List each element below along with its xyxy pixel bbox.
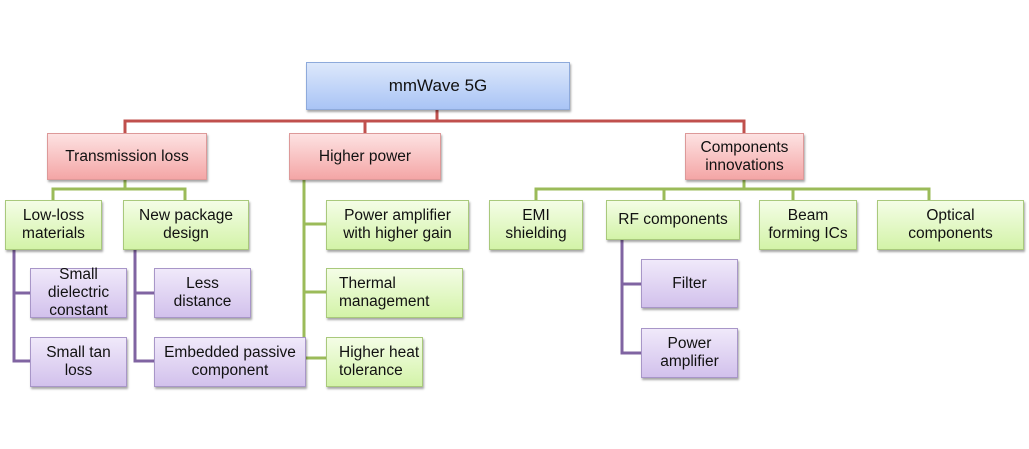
connector-ci-emi [534, 180, 746, 200]
node-higher-power: Higher power [289, 133, 441, 180]
node-rf-components: RF components [606, 200, 740, 240]
connector-rf-trunk [620, 240, 641, 355]
node-higher-heat-tolerance: Higher heat tolerance [326, 337, 423, 387]
connector-ci-rf [662, 187, 744, 200]
node-new-package-design: New package design [123, 200, 249, 250]
node-embedded-passive-component: Embedded passive component [154, 337, 306, 387]
connector-root-transmission [123, 110, 439, 133]
connector-hp-trunk [302, 180, 326, 360]
connector-ci-beam [744, 187, 795, 200]
node-power-amplifier-higher-gain: Power amplifier with higher gain [326, 200, 469, 250]
connector-root-higher-power [363, 119, 437, 133]
connector-package-trunk [133, 250, 154, 363]
node-power-amplifier: Power amplifier [641, 328, 738, 378]
node-small-dielectric-constant: Small dielectric constant [30, 266, 127, 319]
node-beam-forming-ics: Beam forming ICs [759, 200, 857, 250]
connector-tl-package [125, 187, 187, 200]
connector-lowloss-trunk [12, 250, 30, 363]
node-emi-shielding: EMI shielding [489, 200, 583, 250]
node-low-loss-materials: Low-loss materials [5, 200, 102, 250]
node-filter: Filter [641, 259, 738, 308]
connector-tl-lowloss [51, 180, 127, 200]
node-transmission-loss: Transmission loss [47, 133, 207, 180]
node-optical-components: Optical components [877, 200, 1024, 250]
node-root: mmWave 5G [306, 62, 570, 110]
connector-root-components [437, 119, 746, 133]
node-less-distance: Less distance [154, 268, 251, 318]
connector-ci-optical [744, 187, 931, 200]
node-small-tan-loss: Small tan loss [30, 337, 127, 387]
node-components-innovations: Components innovations [685, 133, 804, 180]
node-thermal-management: Thermal management [326, 268, 463, 318]
